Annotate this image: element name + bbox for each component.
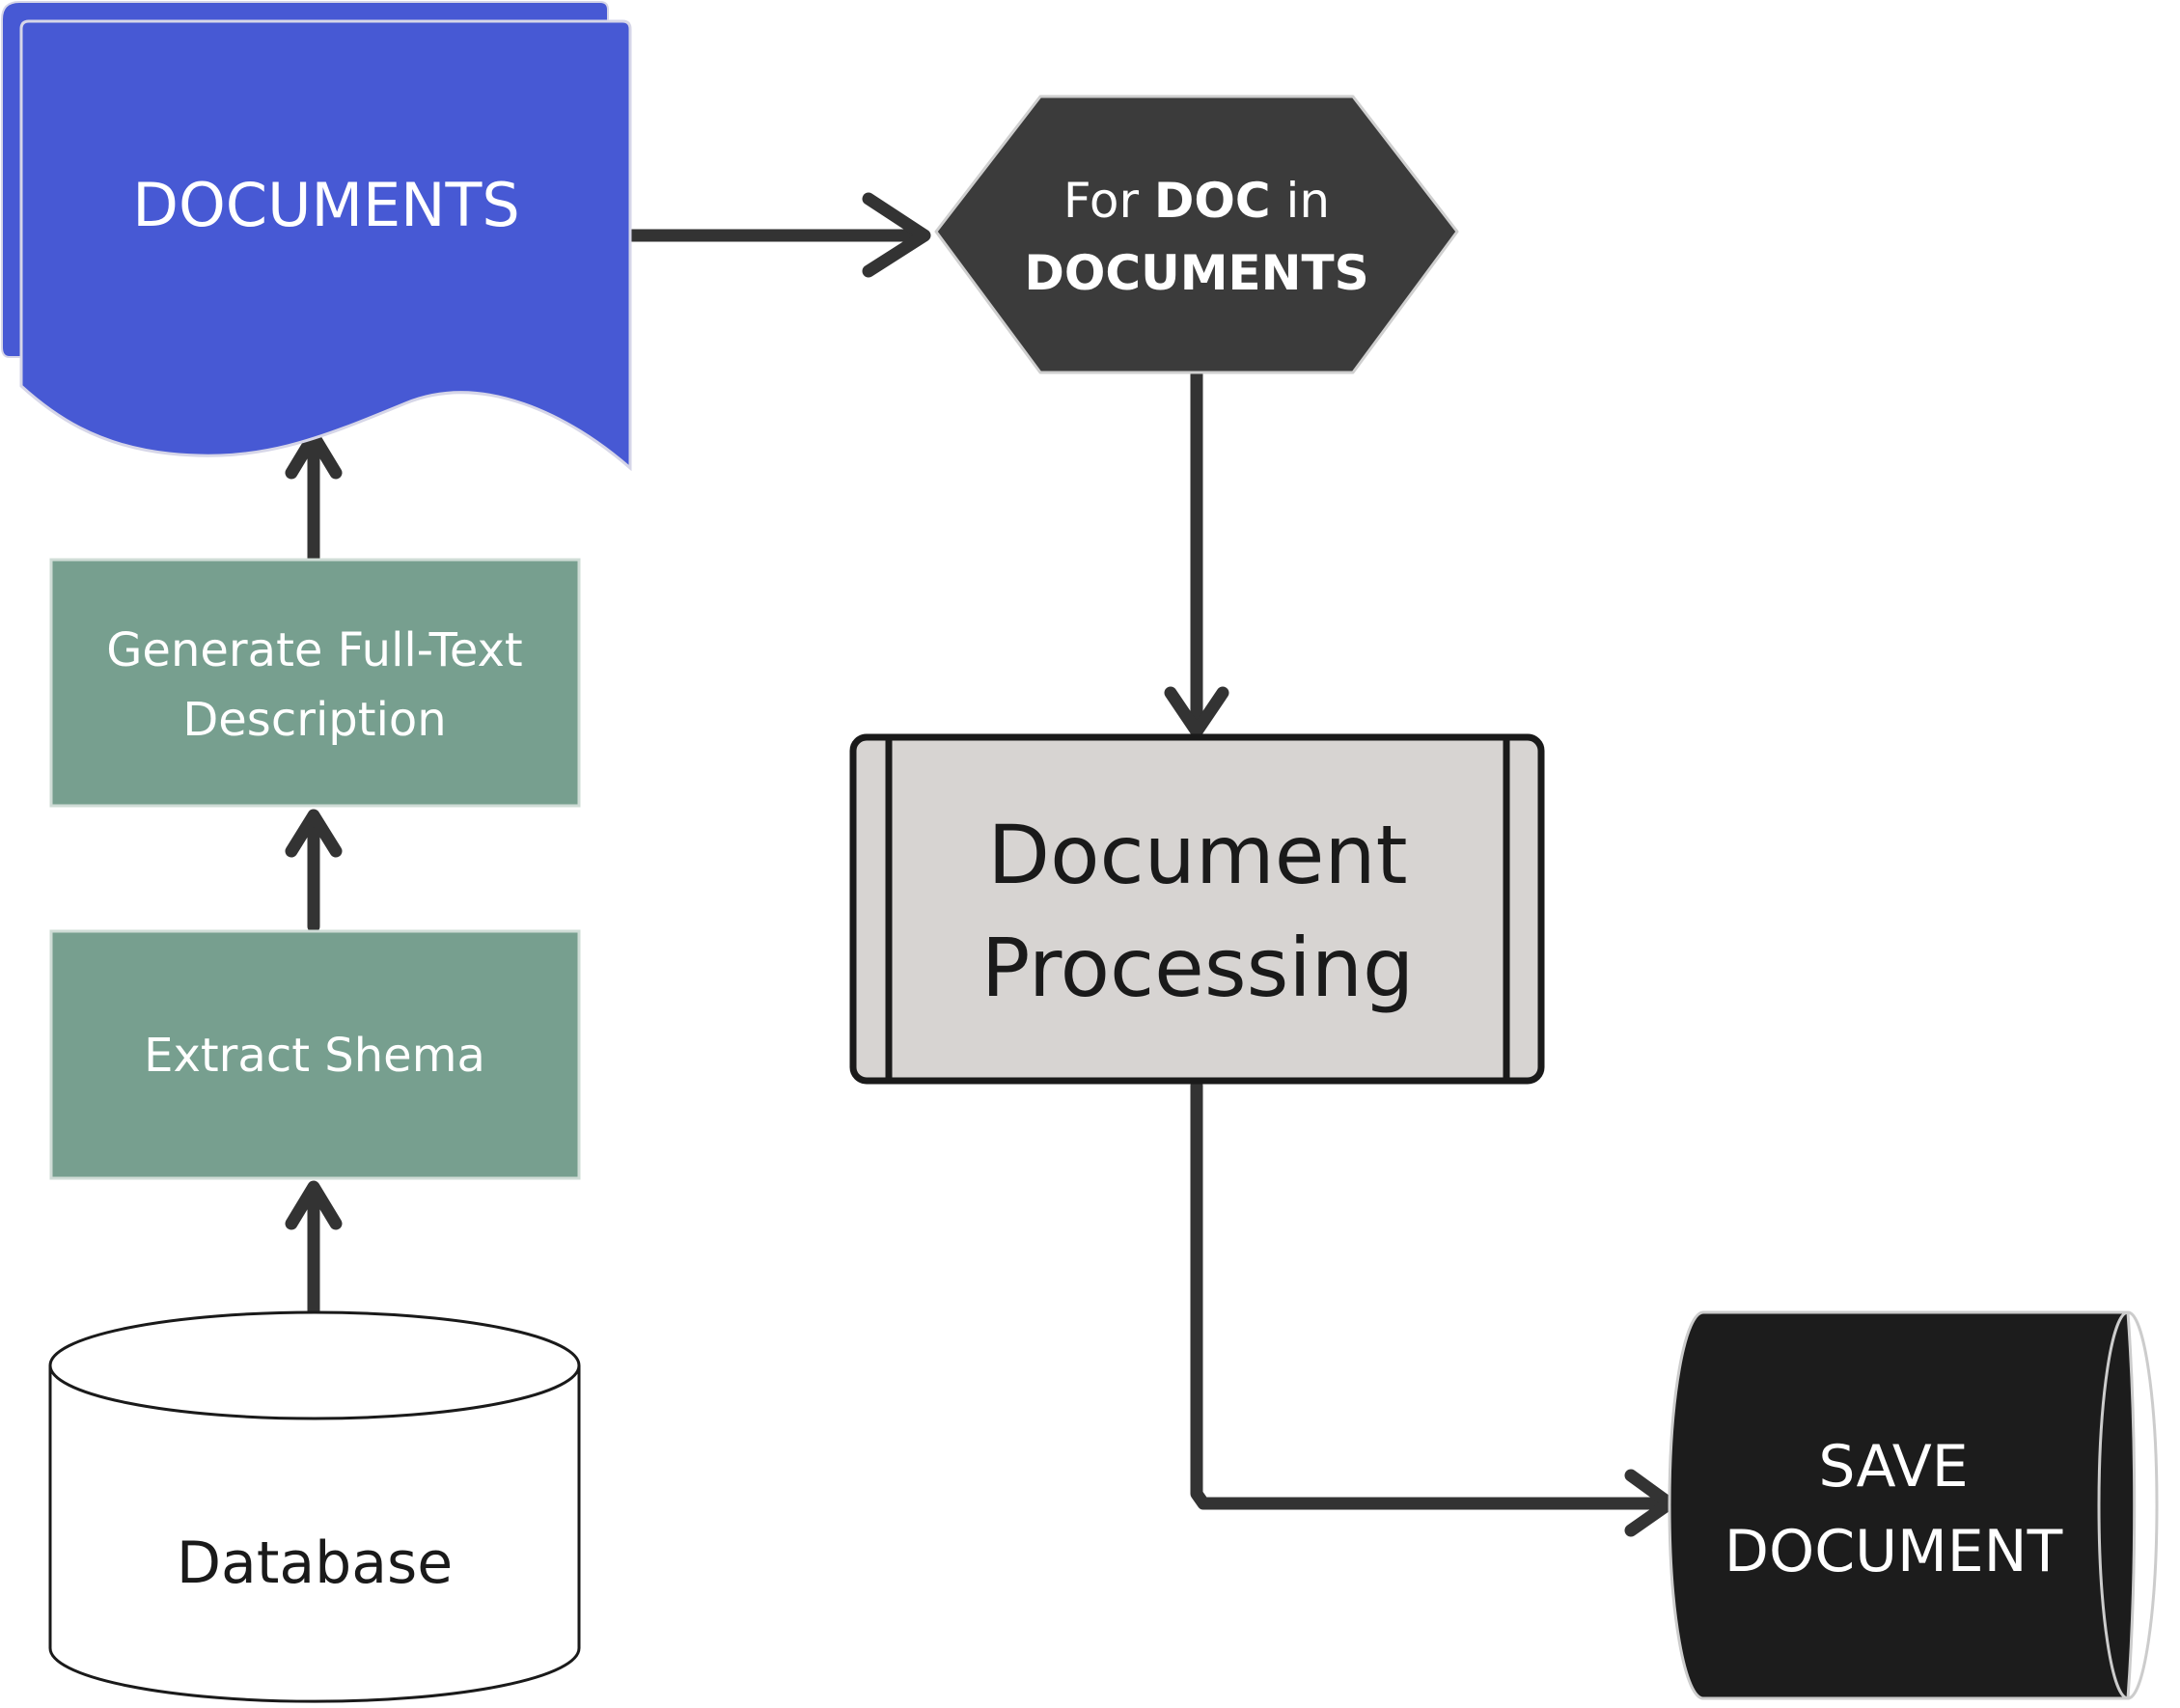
save-document-node[interactable]: SAVE DOCUMENT (1668, 1310, 2159, 1700)
edge-extract-to-generate (285, 809, 343, 933)
generate-description-box (49, 558, 581, 808)
extract-schema-box (49, 929, 581, 1180)
database-node[interactable]: Database (48, 1310, 581, 1703)
for-loop-line1: For DOC in (1063, 173, 1330, 229)
edge-for-loop-to-processing (1164, 368, 1229, 738)
document-processing-node[interactable]: Document Processing (849, 733, 1545, 1085)
save-document-line1: SAVE (1818, 1433, 1968, 1501)
database-cylinder-top (48, 1310, 581, 1420)
for-loop-line2: DOCUMENTS (1024, 245, 1368, 301)
for-loop-hexagon (934, 95, 1459, 374)
document-processing-line2: Processing (981, 921, 1415, 1015)
extract-schema-label: Extract Shema (144, 1029, 485, 1083)
save-document-body (1668, 1310, 2137, 1700)
database-label: Database (177, 1529, 453, 1597)
save-document-line2: DOCUMENT (1725, 1518, 2063, 1585)
document-processing-line1: Document (987, 808, 1407, 902)
edge-generate-to-documents (285, 429, 343, 565)
save-document-end-cap (2097, 1310, 2159, 1700)
edges (285, 192, 1676, 1537)
edge-database-to-extract (285, 1180, 343, 1317)
documents-label: DOCUMENTS (132, 170, 520, 240)
database-cylinder-body (48, 1365, 581, 1703)
edge-processing-to-save (1190, 1079, 1676, 1537)
documents-node[interactable]: DOCUMENTS (1, 1, 632, 472)
extract-schema-node[interactable]: Extract Shema (49, 929, 581, 1180)
for-loop-node[interactable]: For DOC in DOCUMENTS (934, 95, 1459, 374)
generate-description-node[interactable]: Generate Full-Text Description (49, 558, 581, 808)
document-processing-box (849, 733, 1545, 1085)
generate-description-line1: Generate Full-Text (106, 623, 523, 677)
edge-documents-to-for-loop (625, 192, 931, 278)
generate-description-line2: Description (182, 693, 446, 747)
documents-front-sheet (19, 19, 632, 472)
